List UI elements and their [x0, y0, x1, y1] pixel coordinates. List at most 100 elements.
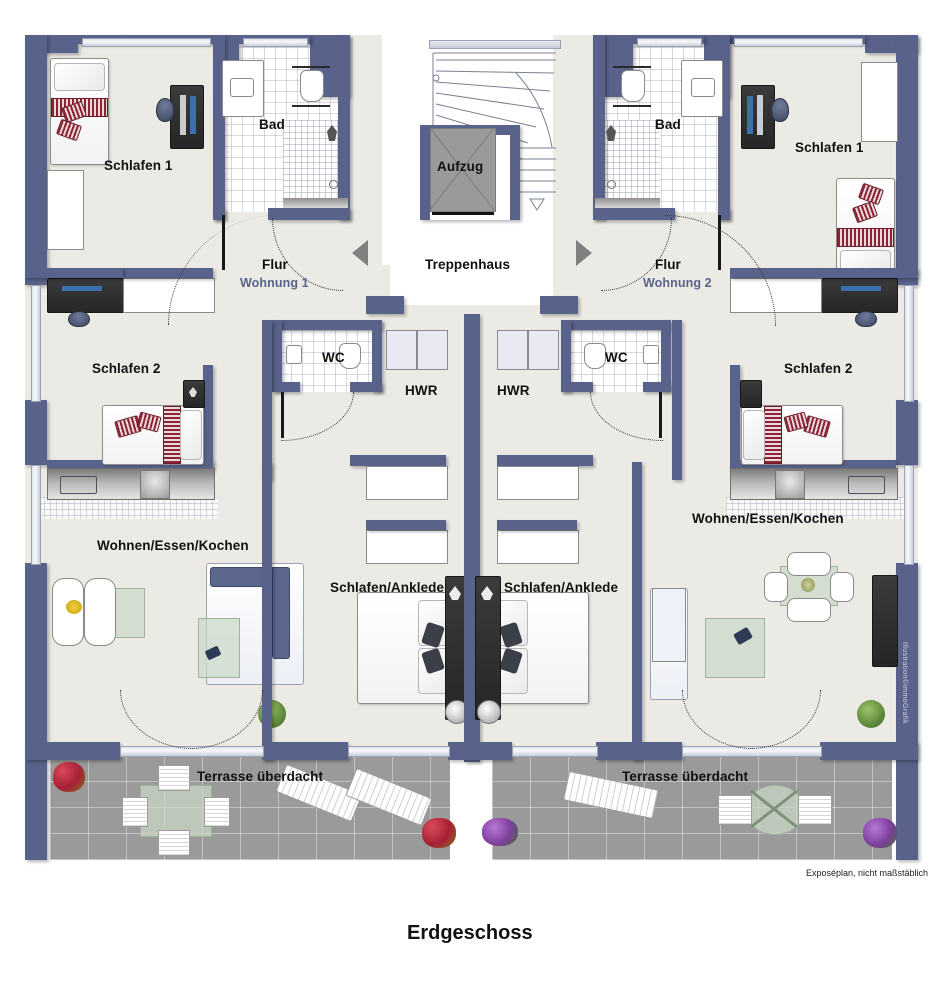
desk-schlafen1-left [170, 85, 204, 149]
shower-left-drain-strip [283, 198, 348, 208]
tv-schlafen1-left [62, 286, 102, 291]
label-schlafen2-left: Schlafen 2 [92, 361, 161, 376]
toilet-wc-right [584, 343, 606, 369]
terrace-bench-right-e [798, 795, 832, 825]
dining-chair-right-d [830, 572, 854, 602]
shower-drain-left [329, 180, 338, 189]
wall-bottom-left-c [448, 742, 512, 760]
wall-hwr-right-south [497, 455, 593, 466]
blanket-schlafen2-right [764, 406, 782, 464]
label-treppenhaus: Treppenhaus [425, 257, 511, 272]
shower-head-left [327, 125, 337, 141]
label-aufzug: Aufzug [437, 159, 484, 174]
wall-flur-right-east [820, 268, 918, 278]
monitor-right-schlafen1 [757, 95, 763, 135]
wall-schlafen2-left-south [47, 460, 213, 470]
flowerpot-right-a [863, 818, 897, 848]
wall-hwr-left-south [350, 455, 446, 466]
blanket-schlafen1-right [837, 228, 894, 247]
sink-wc-left [286, 345, 302, 364]
terrace-door-right-a[interactable] [512, 746, 598, 757]
wall-bottom-right-c [596, 742, 682, 760]
elevator-door-line [432, 212, 494, 215]
exterior-wall-left-lower [25, 563, 47, 860]
wall-wc-left-north [272, 320, 382, 330]
storage-right-b [497, 530, 579, 564]
sideboard-schlafen1-right [820, 278, 898, 313]
sideboard-schlafen1-left [47, 278, 125, 313]
shelf-right-living [652, 588, 686, 662]
wall-bath-right-west [593, 35, 605, 220]
terrace-chair-left-n [158, 765, 190, 791]
wall-wc-right-east [661, 320, 671, 392]
screen-right-schlafen1 [747, 96, 753, 134]
kitchen-counter-left [47, 468, 215, 500]
shower-head-right [606, 125, 616, 141]
chair2-schlafen1-right [855, 311, 877, 327]
screen-left-schlafen1 [190, 96, 196, 134]
label-flur-left: Flur [262, 257, 288, 272]
exterior-wall-left-mid [25, 400, 47, 465]
sink-kitchen-left [60, 476, 97, 494]
dining-chair-right-b [787, 598, 831, 622]
sink-wc-right [643, 345, 659, 364]
sink-kitchen-right [848, 476, 885, 494]
sink-left-bath [230, 78, 254, 97]
label-schlafen1-left: Schlafen 1 [104, 158, 173, 173]
label-wohnen-right: Wohnen/Essen/Kochen [692, 511, 844, 526]
centerpiece-right [801, 578, 815, 592]
terrace-door-left-b[interactable] [348, 746, 450, 757]
arrow-right-entry[interactable] [576, 240, 592, 266]
wall-bath-left-south2 [268, 208, 350, 220]
label-wohnung1: Wohnung 1 [240, 276, 309, 290]
window-bath-right [637, 38, 702, 47]
chair-schlafen1-left [156, 98, 174, 122]
page-title: Erdgeschoss [407, 922, 533, 944]
window-right-wall-b [904, 465, 914, 565]
exterior-wall-right-mid [896, 400, 918, 465]
kitchen-left-floor-tiles [38, 497, 218, 519]
stove-kitchen-right [775, 470, 805, 499]
hwr-left-unit-b [417, 330, 448, 370]
chair2-schlafen1-left [68, 311, 90, 327]
window-schlafen1-left [82, 38, 211, 47]
wardrobe-schlafen1-left [47, 170, 84, 250]
storage-right-a [497, 466, 579, 500]
wall-hwr-right-south2 [497, 520, 577, 530]
label-bad-left: Bad [259, 117, 285, 132]
arrow-left-entry[interactable] [352, 240, 368, 266]
storage-left-a [366, 466, 448, 500]
coffee-table-left [198, 618, 240, 678]
wall-wc-left-west [272, 320, 282, 392]
pillow-schlafen1-left [54, 63, 105, 91]
wall-schlafen2-right-west [730, 365, 740, 470]
label-hwr-left: HWR [405, 383, 438, 398]
toilet-rail-right-a [613, 66, 651, 68]
label-hwr-right: HWR [497, 383, 530, 398]
watermark-text: Illustration©immoGrafik [901, 642, 908, 725]
wall-wc-right-west [561, 320, 571, 392]
pillow-schlafen2-right [743, 410, 765, 460]
coffee-table-right [705, 618, 765, 678]
toilet-rail-left-b [292, 105, 330, 107]
exterior-wall-right-upper [896, 35, 918, 285]
wall-schlafen2-right-south [730, 460, 896, 470]
label-wohnen-left: Wohnen/Essen/Kochen [97, 538, 249, 553]
wall-bottom-left-b [262, 742, 348, 760]
wall-wc-left-east [372, 320, 382, 392]
terrace-chair-left-w [122, 797, 148, 827]
tv-schlafen1-right [841, 286, 881, 291]
terrace-table-right-cross [750, 789, 798, 829]
lamp-schlafen2-left [189, 387, 197, 397]
label-wc-left: WC [322, 350, 345, 365]
label-bad-right: Bad [655, 117, 681, 132]
sink-right-bath [691, 78, 715, 97]
label-ankleide-right: Schlafen/Anklede [504, 580, 619, 595]
exterior-wall-left-upper [25, 35, 47, 285]
wall-schlafen2-left-east [203, 365, 213, 470]
console-right-living [872, 575, 898, 667]
footnote-text: Exposéplan, nicht maßstäblich [806, 868, 929, 878]
hwr-right-unit-a [497, 330, 528, 370]
plant-right-living [857, 700, 885, 728]
